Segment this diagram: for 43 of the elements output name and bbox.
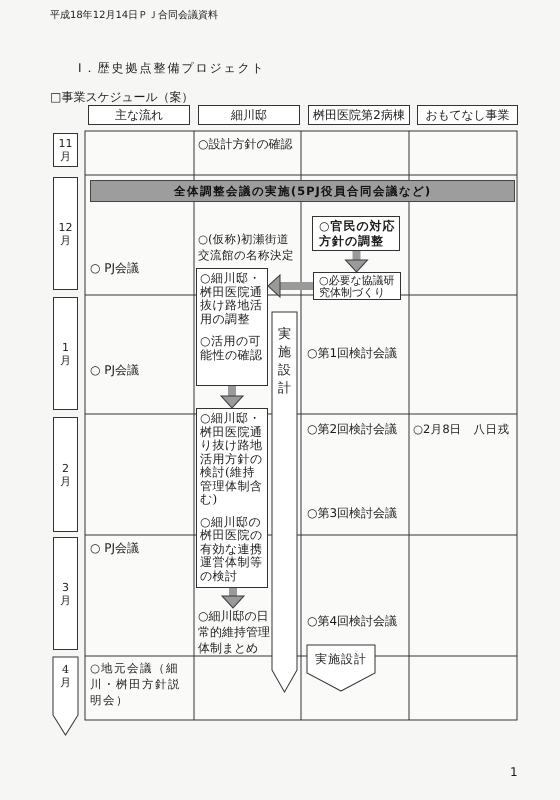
schedule-entry: ○設計方針の確認 [198,136,292,152]
phase-label: 実施設計 [278,326,292,398]
schedule-entry: ○第2回検討会議 [307,421,398,437]
month-marker: 2月 [53,417,78,532]
task-box: ○官民の対応方針の調整 [312,216,400,251]
schedule-entry: ○ PJ会議 [90,362,140,378]
month-marker: 12月 [53,177,78,290]
block-arrow [222,588,244,608]
month-marker: 3月 [53,537,78,650]
task-text: ○細川邸の日常的維持管理体制まとめ [198,608,276,656]
column-header: 細川邸 [198,105,300,125]
column-header: 主な流れ [88,105,190,125]
block-arrow [345,251,368,272]
schedule-entry: ○第3回検討会議 [307,505,398,521]
month-marker: 1月 [53,297,78,410]
document-header: 平成18年12月14日ＰＪ合同会議資料 [50,8,218,23]
task-box [196,268,268,386]
phase-label: 実施設計 [314,651,368,668]
column-header: おもてなし事業 [417,105,518,125]
schedule-entry: ○2月8日 八日戎 [413,421,510,437]
schedule-entry: ○ PJ会議 [90,540,140,556]
schedule-entry: ○第4回検討会議 [307,613,398,629]
column-header: 桝田医院第2病棟 [308,105,410,125]
page-number: 1 [510,764,518,780]
task-box [196,408,268,588]
task-text: ○細川邸の桝田医院の有効な連携運営体制等の検討 [200,516,264,583]
block-arrow [220,386,244,408]
schedule-entry: ○第1回検討会議 [307,345,398,361]
phase-pentagon [307,645,375,691]
task-text: ○細川邸・桝田医院通り抜け路地活用方針の検討(維持管理体制含む) [200,412,264,506]
schedule-entry: ○ PJ会議 [90,260,140,276]
task-text: ○細川邸・桝田医院通抜け路地活用の調整 [200,272,264,326]
task-text: ○活用の可能性の確認 [200,335,264,362]
page-title: Ⅰ．歴史拠点整備プロジェクト [78,60,266,76]
task-box: ○必要な協議研究体制づくり [313,272,401,300]
section-heading: □事業スケジュール（案） [50,89,194,105]
schedule-entry: ○(仮称)初瀬街道交流館の名称決定 [198,231,295,263]
month-marker [53,657,78,735]
schedule-entry: ○地元会議（細川・桝田方針説明会） [90,660,182,708]
month-label: 4月 [59,663,72,689]
banner: 全体調整会議の実施(5PJ役員合同会議など) [90,180,515,202]
block-arrow [268,274,313,298]
month-marker: 11月 [53,133,78,167]
